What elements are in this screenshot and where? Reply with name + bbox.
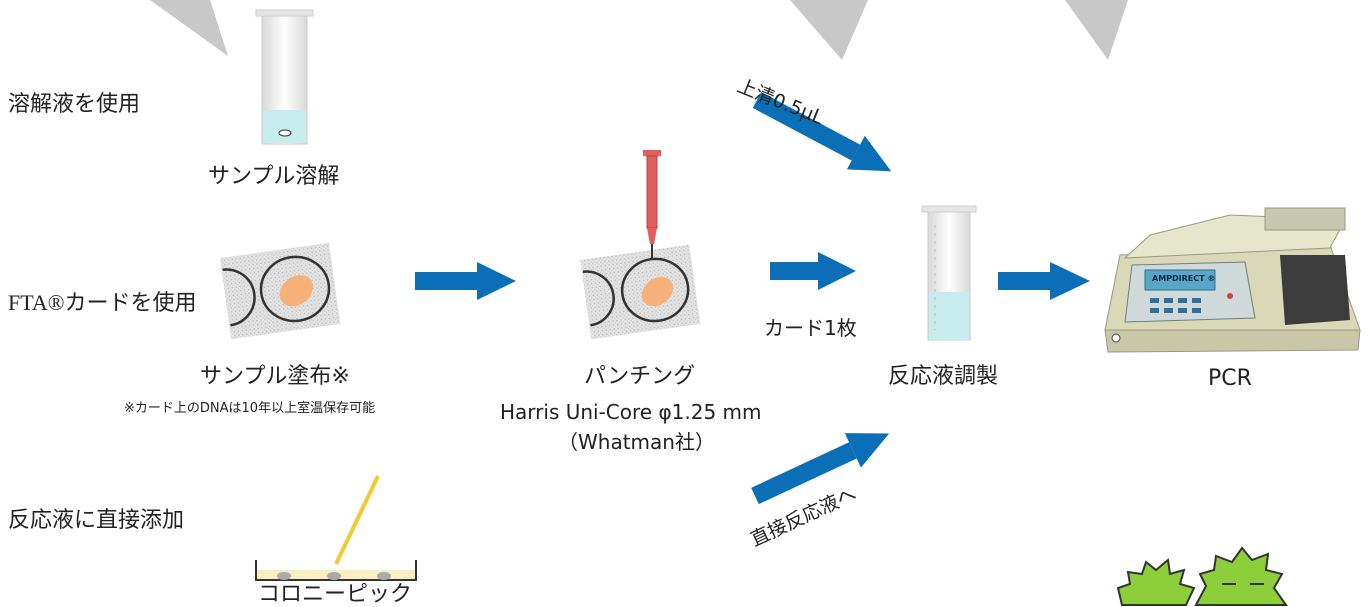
row-label-direct: 反応液に直接添加 (8, 508, 185, 533)
pick-stick (334, 475, 380, 565)
callout-wedge-right (1065, 0, 1128, 60)
caption-colony-pick: コロニーピック (258, 582, 413, 607)
colony-dish (255, 560, 417, 581)
caption-punching: パンチング (584, 364, 696, 389)
arrow-supernatant (752, 92, 892, 172)
row-label-dissolve: 溶解液を使用 (8, 92, 141, 117)
callout-wedge-left (150, 0, 228, 56)
character-right (1194, 546, 1288, 606)
arrow-punch-to-tube (770, 252, 856, 290)
caption-pcr: PCR (1208, 366, 1252, 391)
caption-sample-apply-note: ※カード上のDNAは10年以上室温保存可能 (124, 401, 376, 416)
arrow-label-card-one: カード1枚 (764, 316, 857, 340)
caption-reaction-prep: 反応液調製 (888, 364, 999, 389)
punch-tool (643, 150, 661, 260)
caption-sample-dissolve: サンプル溶解 (208, 164, 340, 189)
fta-card (219, 242, 341, 340)
dissolution-tube (255, 9, 314, 145)
pcr-screen-text: AMPDIRECT ® (1152, 274, 1216, 283)
character-left (1116, 558, 1196, 606)
callout-wedge-middle (790, 0, 868, 60)
caption-punching-tool: Harris Uni-Core φ1.25 mm (500, 400, 762, 424)
reaction-tube (921, 205, 977, 341)
arrow-tube-to-pcr (998, 262, 1090, 300)
punched-card (580, 244, 701, 340)
caption-sample-apply: サンプル塗布※ (200, 364, 350, 389)
pcr-device (1104, 207, 1361, 353)
arrow-direct (751, 433, 890, 505)
caption-punching-maker: （Whatman社） (558, 430, 715, 454)
arrow-card-to-punch (415, 262, 516, 300)
row-label-fta: FTA®カードを使用 (8, 290, 197, 315)
